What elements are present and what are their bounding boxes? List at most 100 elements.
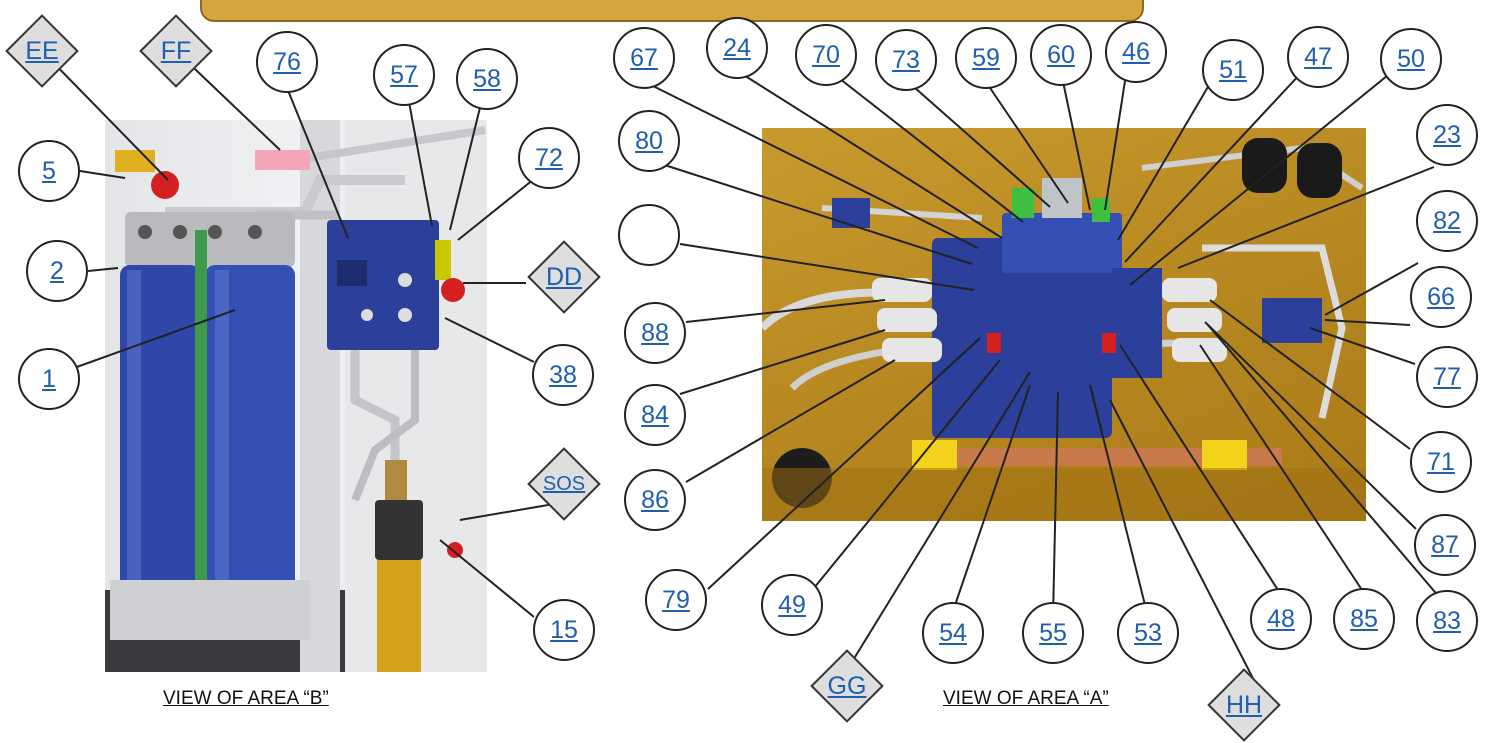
callout-2[interactable]: 2 [26,240,88,302]
callout-70-link[interactable]: 70 [812,40,840,69]
callout-46[interactable]: 46 [1105,21,1167,83]
callout-51-link[interactable]: 51 [1219,55,1247,84]
callout-60[interactable]: 60 [1030,24,1092,86]
bolt [173,225,187,239]
callout-46-link[interactable]: 46 [1122,37,1150,66]
callout-15-link[interactable]: 15 [550,615,578,644]
red-valve-handle [151,171,179,199]
callout-38-link[interactable]: 38 [549,360,577,389]
callout-82[interactable]: 82 [1416,190,1478,252]
link-ee[interactable]: EE [25,36,59,65]
callout-58-link[interactable]: 58 [473,64,501,93]
bolt [248,225,262,239]
callout-66[interactable]: 66 [1410,266,1472,328]
callout-76-link[interactable]: 76 [273,47,301,76]
sos-port [447,542,463,558]
callout-85-link[interactable]: 85 [1350,604,1378,633]
callout-87[interactable]: 87 [1414,514,1476,576]
callout-51[interactable]: 51 [1202,39,1264,101]
black-cap [375,500,423,560]
callout-1[interactable]: 1 [18,348,80,410]
callout-71[interactable]: 71 [1410,431,1472,493]
callout-53-link[interactable]: 53 [1134,618,1162,647]
callout-80[interactable]: 80 [618,110,680,172]
pink-valve [255,150,310,170]
callout-79[interactable]: 79 [645,569,707,631]
link-hh[interactable]: HH [1225,690,1263,719]
reference-diamond-dd[interactable]: DD [526,239,602,315]
reference-diamond-gg[interactable]: GG [809,648,885,724]
callout-86-link[interactable]: 86 [641,485,669,514]
callout-87-link[interactable]: 87 [1431,530,1459,559]
callout-77-link[interactable]: 77 [1433,362,1461,391]
callout-47[interactable]: 47 [1287,26,1349,88]
callout-77[interactable]: 77 [1416,346,1478,408]
link-sos[interactable]: SOS [542,472,586,495]
callout-5[interactable]: 5 [18,140,80,202]
callout-58[interactable]: 58 [456,48,518,110]
view-b-drawing [105,120,487,672]
callout-84[interactable]: 84 [624,384,686,446]
callout-49-link[interactable]: 49 [778,590,806,619]
callout-88-link[interactable]: 88 [641,318,669,347]
callout-83-link[interactable]: 83 [1433,606,1461,635]
callout-47-link[interactable]: 47 [1304,42,1332,71]
callout-5-link[interactable]: 5 [42,156,56,185]
link-dd[interactable]: DD [545,262,583,291]
callout-57-link[interactable]: 57 [390,60,418,89]
callout-15[interactable]: 15 [533,599,595,661]
link-ff[interactable]: FF [160,36,192,65]
callout-71-link[interactable]: 71 [1427,447,1455,476]
callout-blank[interactable] [618,204,680,266]
callout-88[interactable]: 88 [624,302,686,364]
reference-diamond-ee[interactable]: EE [4,13,80,89]
callout-48[interactable]: 48 [1250,588,1312,650]
callout-76[interactable]: 76 [256,31,318,93]
callout-1-link[interactable]: 1 [42,364,56,393]
yellow-port [435,240,451,280]
callout-49[interactable]: 49 [761,574,823,636]
callout-60-link[interactable]: 60 [1047,40,1075,69]
callout-79-link[interactable]: 79 [662,585,690,614]
callout-72[interactable]: 72 [518,127,580,189]
reference-diamond-hh[interactable]: HH [1206,667,1282,743]
green-cap [1012,188,1034,218]
callout-85[interactable]: 85 [1333,588,1395,650]
callout-73-link[interactable]: 73 [892,45,920,74]
callout-73[interactable]: 73 [875,29,937,91]
callout-55[interactable]: 55 [1022,602,1084,664]
callout-53[interactable]: 53 [1117,602,1179,664]
callout-83[interactable]: 83 [1416,590,1478,652]
callout-50-link[interactable]: 50 [1397,44,1425,73]
callout-23-link[interactable]: 23 [1433,120,1461,149]
callout-80-link[interactable]: 80 [635,126,663,155]
callout-54-link[interactable]: 54 [939,618,967,647]
callout-38[interactable]: 38 [532,344,594,406]
callout-70[interactable]: 70 [795,24,857,86]
yellow-fitting [115,150,155,172]
callout-57[interactable]: 57 [373,44,435,106]
reference-diamond-ff[interactable]: FF [138,13,214,89]
callout-66-link[interactable]: 66 [1427,282,1455,311]
callout-2-link[interactable]: 2 [50,256,64,285]
view-a-illustration [762,128,1366,521]
callout-48-link[interactable]: 48 [1267,604,1295,633]
callout-54[interactable]: 54 [922,602,984,664]
callout-24-link[interactable]: 24 [723,33,751,62]
top-banner [200,0,1144,22]
callout-84-link[interactable]: 84 [641,400,669,429]
callout-67[interactable]: 67 [613,27,675,89]
callout-23[interactable]: 23 [1416,104,1478,166]
callout-67-link[interactable]: 67 [630,43,658,72]
callout-55-link[interactable]: 55 [1039,618,1067,647]
link-gg[interactable]: GG [827,671,867,700]
callout-50[interactable]: 50 [1380,28,1442,90]
callout-59-link[interactable]: 59 [972,43,1000,72]
callout-86[interactable]: 86 [624,469,686,531]
callout-24[interactable]: 24 [706,17,768,79]
callout-72-link[interactable]: 72 [535,143,563,172]
reference-diamond-sos[interactable]: SOS [526,446,602,522]
callout-82-link[interactable]: 82 [1433,206,1461,235]
pipe-down-2 [351,340,419,502]
callout-59[interactable]: 59 [955,27,1017,89]
